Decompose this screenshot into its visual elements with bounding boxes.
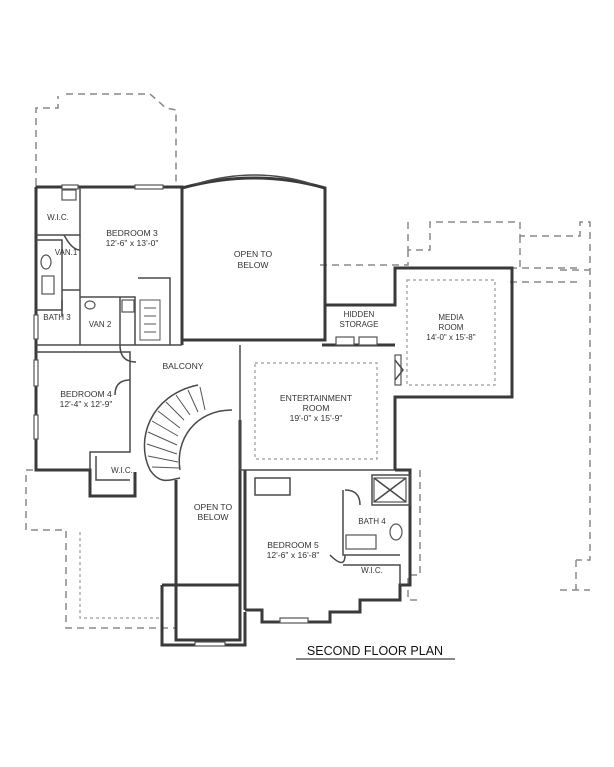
label-bedroom-5-size: 12'-6" x 16'-8" — [267, 550, 320, 560]
lower-floor-outline — [25, 93, 591, 629]
label-wic-2: W.I.C. — [111, 466, 133, 475]
label-media-b: ROOM — [439, 323, 464, 332]
label-open-below-2a: OPEN TO — [194, 502, 233, 512]
plan-title: SECOND FLOOR PLAN — [307, 644, 443, 658]
label-wic-1: W.I.C. — [47, 213, 69, 222]
windows — [33, 184, 402, 647]
label-entertainment-size: 19'-0" x 15'-9" — [290, 413, 343, 423]
label-hidden-storage-a: HIDDEN — [344, 310, 375, 319]
label-wic-3: W.I.C. — [361, 566, 383, 575]
label-bedroom-4: BEDROOM 4 — [60, 389, 112, 399]
label-van-1: VAN.1 — [55, 248, 78, 257]
label-bath-3: BATH 3 — [43, 313, 71, 322]
curved-staircase — [139, 299, 233, 482]
label-entertainment-b: ROOM — [303, 403, 330, 413]
bath-fixtures — [40, 189, 407, 550]
door-swings — [61, 234, 404, 564]
label-open-below-1b: BELOW — [237, 260, 269, 270]
interior-walls — [36, 187, 411, 585]
room-labels: W.I.C. BEDROOM 3 12'-6" x 13'-0" VAN.1 B… — [43, 213, 475, 575]
label-hidden-storage-b: STORAGE — [340, 320, 379, 329]
label-bedroom-4-size: 12'-4" x 12'-9" — [60, 399, 113, 409]
label-open-below-2b: BELOW — [197, 512, 229, 522]
label-bath-4: BATH 4 — [358, 517, 386, 526]
label-bedroom-3: BEDROOM 3 — [106, 228, 158, 238]
label-entertainment-a: ENTERTAINMENT — [280, 393, 353, 403]
label-media-size: 14'-0" x 15'-8" — [426, 333, 475, 342]
label-balcony: BALCONY — [162, 361, 203, 371]
label-van-2: VAN 2 — [89, 320, 112, 329]
label-open-below-1a: OPEN TO — [234, 249, 273, 259]
label-bedroom-5: BEDROOM 5 — [267, 540, 319, 550]
label-bedroom-3-size: 12'-6" x 13'-0" — [106, 238, 159, 248]
ceiling-panels — [254, 279, 496, 460]
label-media-a: MEDIA — [438, 313, 464, 322]
